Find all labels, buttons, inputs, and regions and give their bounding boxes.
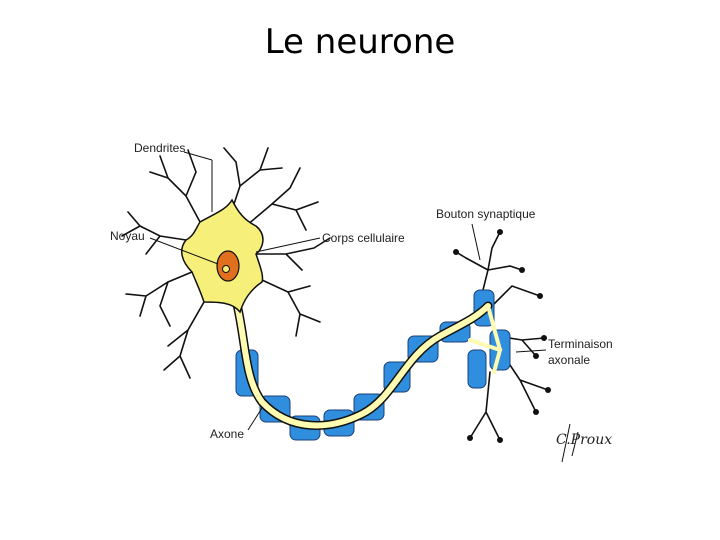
label-terminaison: Terminaison <box>548 337 613 351</box>
label-axone: Axone <box>210 427 244 441</box>
label-axonale: axonale <box>548 353 590 367</box>
label-noyau: Noyau <box>110 229 145 243</box>
label-bouton-synaptique: Bouton synaptique <box>436 207 536 221</box>
label-dendrites: Dendrites <box>134 141 185 155</box>
artist-signature: C.Proux <box>556 432 612 448</box>
label-corps-cellulaire: Corps cellulaire <box>322 231 405 245</box>
nucleolus <box>223 266 230 273</box>
